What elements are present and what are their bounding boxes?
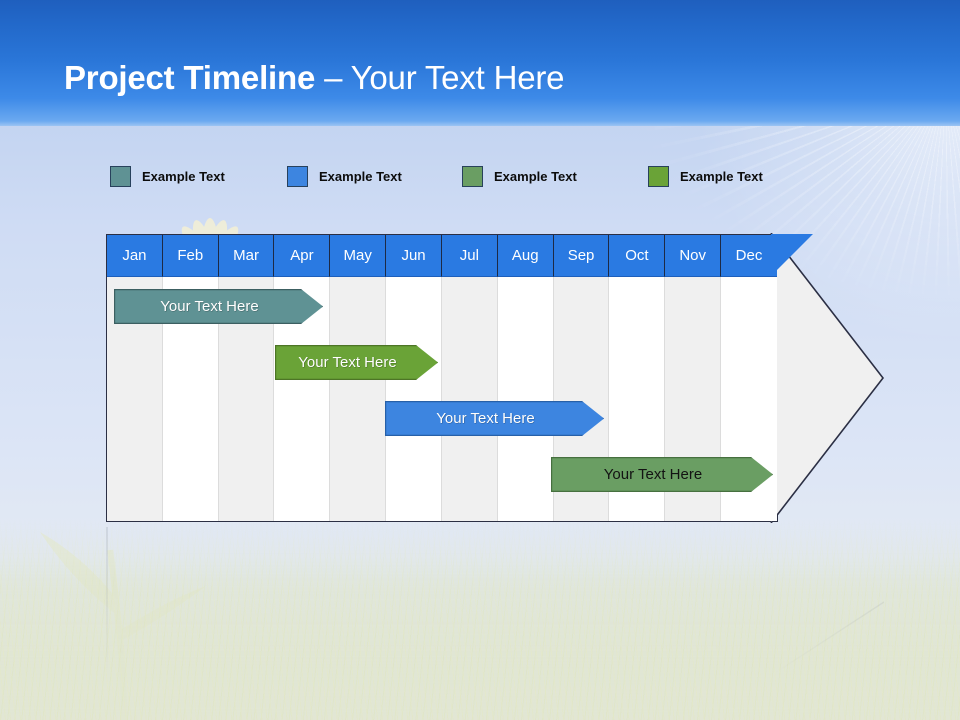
legend-swatch-icon (648, 166, 669, 187)
month-header-aug: Aug (497, 235, 554, 277)
month-header-feb: Feb (162, 235, 219, 277)
task-bar-label: Your Text Here (298, 354, 397, 371)
month-header-jan: Jan (107, 235, 163, 277)
task-bar-1[interactable]: Your Text Here (114, 289, 323, 324)
month-column-body (497, 277, 554, 521)
legend-item-2[interactable]: Example Text (287, 166, 402, 187)
legend-item-label: Example Text (319, 169, 402, 184)
month-header-may: May (330, 235, 387, 277)
header-band (0, 0, 960, 126)
task-bar-label: Your Text Here (160, 298, 259, 315)
page-title-bold: Project Timeline (64, 59, 316, 96)
month-column-feb[interactable]: Feb (162, 235, 219, 521)
month-header-mar: Mar (218, 235, 275, 277)
task-bar-label: Your Text Here (436, 410, 535, 427)
month-header-dec: Dec (721, 235, 777, 277)
legend-swatch-icon (287, 166, 308, 187)
month-header-jul: Jul (441, 235, 498, 277)
month-header-nov: Nov (665, 235, 722, 277)
month-column-body (386, 277, 442, 521)
legend: Example Text Example Text Example Text Exam… (0, 166, 960, 198)
legend-item-label: Example Text (142, 169, 225, 184)
legend-item-4[interactable]: Example Text (648, 166, 763, 187)
timeline-arrow-head (771, 233, 883, 523)
legend-item-label: Example Text (680, 169, 763, 184)
month-column-body (330, 277, 387, 521)
legend-item-1[interactable]: Example Text (110, 166, 225, 187)
timeline-arrow-head-blue-cap (771, 234, 813, 276)
legend-swatch-icon (462, 166, 483, 187)
month-header-apr: Apr (274, 235, 331, 277)
page-title: Project Timeline – Your Text Here (64, 59, 564, 97)
month-column-aug[interactable]: Aug (497, 235, 554, 521)
page-title-dash: – (315, 59, 351, 96)
task-bar-3[interactable]: Your Text Here (385, 401, 604, 436)
month-column-jul[interactable]: Jul (441, 235, 498, 521)
month-column-jan[interactable]: Jan (107, 235, 163, 521)
month-column-body (441, 277, 498, 521)
task-bar-4[interactable]: Your Text Here (551, 457, 773, 492)
month-column-mar[interactable]: Mar (218, 235, 275, 521)
legend-swatch-icon (110, 166, 131, 187)
month-header-sep: Sep (553, 235, 610, 277)
task-bar-2[interactable]: Your Text Here (275, 345, 438, 380)
page-title-rest: Your Text Here (350, 59, 565, 96)
legend-item-3[interactable]: Example Text (462, 166, 577, 187)
month-header-oct: Oct (609, 235, 666, 277)
month-column-may[interactable]: May (330, 235, 387, 521)
month-column-jun[interactable]: Jun (386, 235, 442, 521)
legend-item-label: Example Text (494, 169, 577, 184)
task-bar-label: Your Text Here (603, 466, 703, 483)
month-header-jun: Jun (386, 235, 442, 277)
